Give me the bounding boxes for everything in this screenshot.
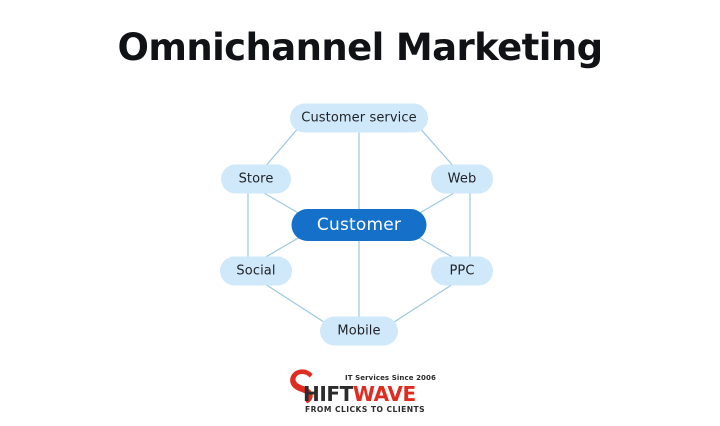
edge-customer-to-web <box>417 192 455 215</box>
shiftwave-logo: IT Services Since 2006 HIFTWAVE FROM CLI… <box>286 366 436 420</box>
node-label: Mobile <box>337 323 381 338</box>
edge-customer-to-store <box>263 192 301 215</box>
logo-s-mark-icon <box>290 369 313 404</box>
node-mobile[interactable]: Mobile <box>320 316 398 346</box>
node-label: PPC <box>449 263 475 278</box>
diagram-edges <box>247 125 471 325</box>
edge-ppc-to-mobile <box>390 283 454 325</box>
edge-customer-to-social <box>263 236 301 259</box>
omnichannel-diagram: Customer service Store Web Social PPC Mo… <box>0 92 720 354</box>
node-social[interactable]: Social <box>220 256 292 286</box>
page-title: Omnichannel Marketing <box>117 26 604 69</box>
node-label: Social <box>236 263 276 278</box>
node-customer-center[interactable]: Customer <box>291 209 427 241</box>
node-customer-service[interactable]: Customer service <box>290 103 428 133</box>
node-ppc[interactable]: PPC <box>431 256 493 286</box>
edge-customer-to-ppc <box>417 236 455 259</box>
edge-customer-service-to-web <box>417 125 456 169</box>
node-label: Customer service <box>301 110 417 125</box>
edge-customer-service-to-store <box>263 125 301 169</box>
node-label: Store <box>238 171 274 186</box>
logo-word-wave: WAVE <box>352 382 416 406</box>
node-store[interactable]: Store <box>221 164 291 194</box>
node-label: Web <box>447 171 477 186</box>
logo-tagline: FROM CLICKS TO CLIENTS <box>305 405 426 414</box>
logo-word-hift: HIFT <box>303 382 353 406</box>
edge-social-to-mobile <box>264 283 328 325</box>
node-label: Customer <box>316 214 402 235</box>
logo-since-text: IT Services Since 2006 <box>345 374 436 382</box>
logo-wordmark: HIFTWAVE <box>303 384 416 404</box>
node-web[interactable]: Web <box>431 164 493 194</box>
